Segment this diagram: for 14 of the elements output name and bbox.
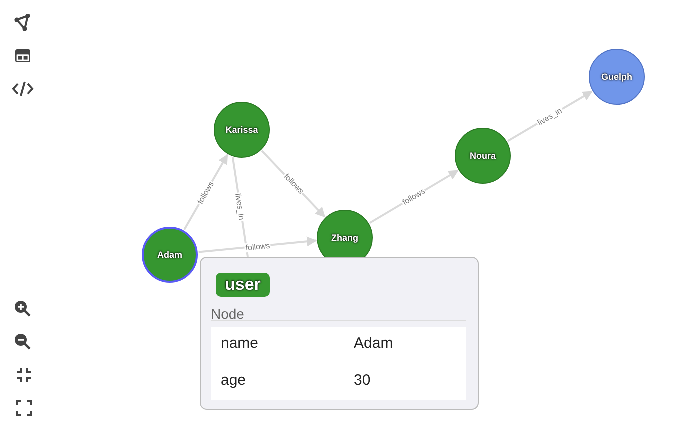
edge-label: lives_in <box>234 192 248 222</box>
node-label: Noura <box>470 151 496 161</box>
node-label: Karissa <box>226 125 258 135</box>
table-cell: name <box>221 335 259 352</box>
edge-label: follows <box>244 240 272 252</box>
node-tooltip <box>200 257 479 410</box>
node-label: Adam <box>157 250 182 260</box>
node-label: Zhang <box>332 233 358 243</box>
table-cell: 30 <box>354 372 371 389</box>
type-label: Node <box>211 306 244 322</box>
table-cell: Adam <box>354 335 394 352</box>
label-badge: user <box>216 273 270 297</box>
table-cell: age <box>221 372 246 389</box>
node-label: Guelph <box>602 72 632 82</box>
